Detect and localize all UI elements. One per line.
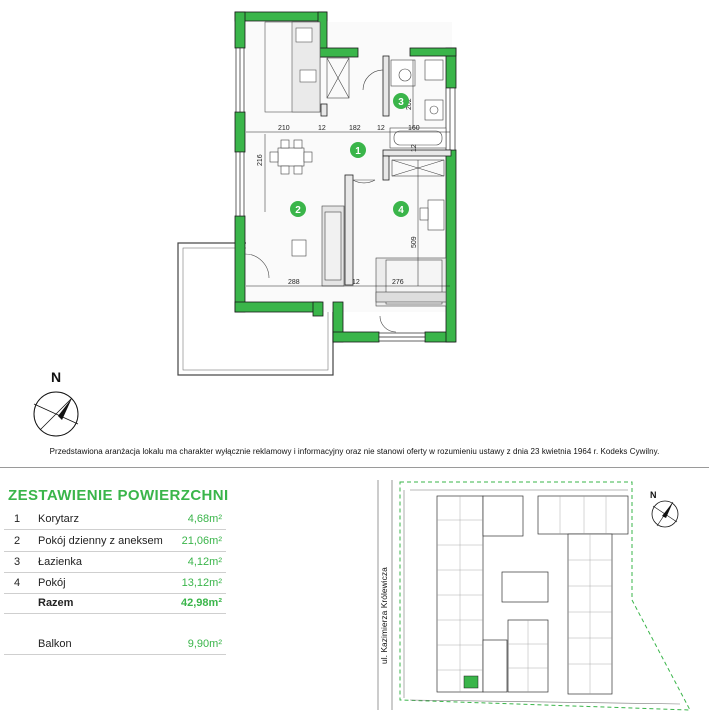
row-area: 21,06m² (181, 535, 222, 547)
room-badge-2: 2 (295, 205, 301, 216)
doors (244, 69, 397, 333)
desk (419, 199, 445, 231)
site-plan: ul. Kazimierza Królewicza (377, 480, 690, 711)
compass-north-label: N (51, 369, 61, 385)
site-north-label: N (650, 490, 657, 500)
highlighted-unit (463, 675, 479, 689)
appliances (326, 57, 350, 99)
site-compass-arrow-icon (662, 502, 673, 518)
row-area: 13,12m² (181, 577, 222, 589)
room-badge-3: 3 (398, 97, 404, 108)
row-name: Łazienka (38, 556, 83, 568)
dimension-182: 182 (349, 125, 361, 132)
disclaimer: Przedstawiona aranżacja lokalu ma charak… (49, 447, 660, 456)
row-area: 4,68m² (187, 513, 222, 525)
row-name: Pokój dzienny z aneksem (38, 535, 163, 547)
dimension-509: 509 (411, 236, 418, 248)
row-name: Korytarz (38, 513, 79, 525)
dining-table (269, 139, 313, 175)
summary-title: ZESTAWIENIE POWIERZCHNI (8, 487, 229, 504)
dimension-288: 288 (288, 279, 300, 286)
dimension-12a: 12 (318, 125, 326, 132)
row-area: 4,12m² (187, 556, 222, 568)
dimension-216: 216 (257, 154, 264, 166)
summary-row: 1 Korytarz 4,68m² (4, 510, 226, 530)
dimension-160: 160 (408, 125, 420, 132)
site-boundary (399, 481, 690, 711)
dimension-210: 210 (278, 125, 290, 132)
dimension-12b: 12 (377, 125, 385, 132)
balcony-name: Balkon (38, 638, 72, 650)
room-badge-4: 4 (398, 205, 404, 216)
summary-row: 4 Pokój 13,12m² (4, 574, 226, 594)
sofa (291, 205, 345, 287)
total-name: Razem (38, 597, 74, 609)
room-badges: 1 2 3 4 (290, 93, 409, 217)
summary-row: 3 Łazienka 4,12m² (4, 553, 226, 573)
dimension-276: 276 (392, 279, 404, 286)
street-label: ul. Kazimierza Królewicza (379, 567, 389, 664)
summary-balcony-row: Balkon 9,90m² (4, 635, 226, 655)
room-badge-1: 1 (355, 146, 361, 157)
site-compass: N (650, 490, 679, 528)
total-area: 42,98m² (181, 597, 222, 609)
balcony-area: 9,90m² (187, 638, 222, 650)
row-number: 1 (14, 513, 21, 525)
compass-arrow-icon (58, 398, 72, 420)
dimension-202: 202 (406, 98, 413, 110)
dimension-12c: 12 (411, 144, 418, 152)
interior-walls (320, 55, 452, 286)
dimension-12d: 12 (352, 279, 360, 286)
bed (375, 257, 447, 307)
dimension-lines (246, 60, 450, 287)
row-number: 2 (14, 535, 21, 547)
compass: N (33, 369, 79, 437)
bathroom-fixtures (389, 59, 447, 149)
row-name: Pokój (38, 577, 66, 589)
floor-plan: 210 12 182 12 160 216 202 12 509 288 12 … (177, 11, 457, 376)
divider (0, 467, 709, 468)
row-number: 4 (14, 577, 21, 589)
kitchen-counter (264, 21, 321, 113)
row-number: 3 (14, 556, 21, 568)
summary-row: 2 Pokój dzienny z aneksem 21,06m² (4, 532, 226, 552)
windows (235, 47, 456, 342)
summary-total-row: Razem 42,98m² (4, 594, 226, 614)
